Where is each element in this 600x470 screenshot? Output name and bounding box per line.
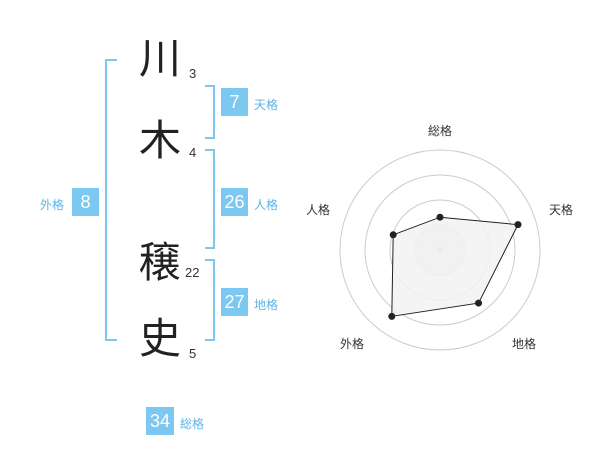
jinkaku-label: 人格 (254, 198, 279, 212)
radar-axis-label-soukaku: 総格 (427, 124, 452, 138)
radar-point-4 (388, 312, 396, 320)
name-char-4: 史 (138, 314, 181, 363)
radar-axis-label-jinkaku: 人格 (305, 203, 330, 217)
radar-point-5 (389, 231, 397, 239)
chikaku-badge: 27 (221, 288, 248, 316)
name-char-1: 川 (138, 34, 181, 83)
radar-polygon (391, 216, 519, 317)
name-char-2: 木 (138, 116, 181, 165)
stroke-count-2: 4 (189, 145, 197, 160)
radar-axis-label-gaikaku: 外格 (339, 337, 364, 351)
radar-axis-label-chikaku: 地格 (511, 337, 536, 351)
soukaku-badge: 34 (146, 407, 174, 435)
jinkaku-badge: 26 (221, 188, 248, 216)
jinkaku-bracket (205, 149, 215, 249)
gaikaku-label: 外格 (40, 198, 65, 212)
chikaku-bracket (205, 259, 215, 341)
name-char-3: 穣 (138, 238, 181, 287)
stroke-count-4: 5 (189, 346, 197, 361)
tenkaku-bracket (205, 85, 215, 139)
gaikaku-badge: 8 (72, 188, 99, 216)
tenkaku-label: 天格 (254, 98, 279, 112)
radar-point-2 (514, 221, 522, 229)
radar-point-3 (475, 299, 483, 307)
chikaku-label: 地格 (254, 298, 279, 312)
radar-axis-label-tenkaku: 天格 (548, 203, 573, 217)
stroke-count-3: 22 (185, 265, 200, 280)
stroke-count-1: 3 (189, 66, 197, 81)
radar-point-1 (436, 213, 444, 221)
soukaku-label: 総格 (180, 417, 205, 431)
gaikaku-bracket (105, 59, 117, 341)
tenkaku-badge: 7 (221, 88, 248, 116)
